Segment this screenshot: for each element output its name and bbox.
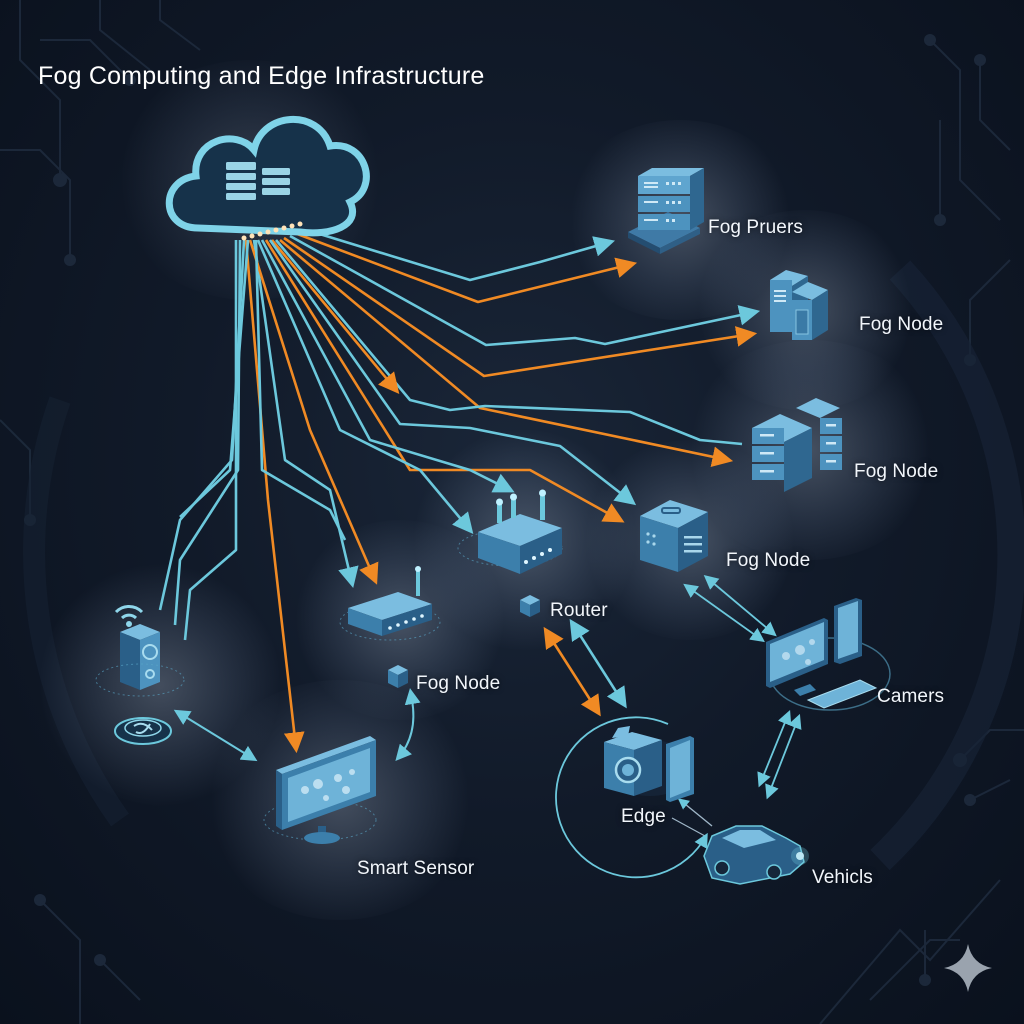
link-cloud-fog-pruers-orange [291, 230, 638, 304]
link-cloud-branch-cyan [179, 239, 250, 518]
monitor-icon[interactable] [263, 736, 377, 844]
diagram-title: Fog Computing and Edge Infrastructure [38, 62, 485, 90]
label-edge: Edge [621, 806, 666, 827]
link-cloud-fog-node-1-orange [283, 236, 758, 378]
link-cloud-fog-node-1-cyan [289, 234, 761, 347]
car-icon[interactable] [703, 825, 809, 885]
link-cloud-branch-cyan-2 [254, 239, 347, 541]
sparkle-icon [944, 944, 992, 992]
link-cloud-fog-node-3-cyan [268, 239, 637, 506]
edge-orbit-ring [555, 716, 708, 879]
link-cloud-router-cyan-1 [260, 239, 515, 493]
link-camers-vehicls-b [765, 713, 802, 800]
label-fog-node-4: Fog Node [416, 673, 501, 694]
wireless-speaker-icon[interactable] [95, 605, 185, 697]
server-cube-icon[interactable] [640, 500, 708, 572]
label-fog-node-3: Fog Node [726, 550, 811, 571]
router-small-icon[interactable] [339, 566, 441, 641]
label-router: Router [550, 600, 608, 621]
link-cloud-fog-node-2-orange [279, 239, 734, 467]
cloud-server-icon[interactable] [165, 116, 370, 241]
label-fog-node-2: Fog Node [854, 461, 939, 482]
label-fog-node-1: Fog Node [859, 314, 944, 335]
link-vehicls-edge [677, 798, 713, 827]
desktop-phone-icon[interactable] [766, 598, 891, 711]
server-rack-icon[interactable] [752, 398, 842, 492]
link-fog-node-3-camers-b [703, 575, 777, 637]
link-fog-node-4-smart-sensor [395, 688, 421, 762]
mini-cube-icon-2 [388, 665, 408, 688]
link-iot-smart-sensor [173, 709, 258, 762]
link-cloud-fog-pruers-cyan [299, 226, 615, 282]
label-vehicls: Vehicls [812, 867, 873, 888]
link-router-edge-cyan [569, 618, 627, 709]
server-stack-icon[interactable] [628, 168, 704, 254]
link-cloud-smart-sensor-orange [244, 239, 305, 754]
label-camers: Camers [877, 686, 945, 707]
link-cloud-fog-node-4-cyan [252, 239, 359, 589]
link-cloud-fog-node-2-cyan [275, 239, 743, 446]
label-smart-sensor: Smart Sensor [357, 858, 475, 879]
fan-sensor-icon[interactable] [114, 717, 172, 745]
link-cloud-router-cyan-2 [256, 239, 474, 534]
camera-tablet-icon[interactable] [604, 726, 694, 802]
server-tower-icon[interactable] [770, 270, 828, 340]
label-fog-pruers: Fog Pruers [708, 217, 803, 238]
router-icon[interactable] [457, 489, 563, 575]
mini-cube-icon [520, 595, 540, 617]
link-cloud-arrow-orange [270, 239, 400, 395]
link-cloud-fog-node-4-orange [248, 239, 379, 585]
